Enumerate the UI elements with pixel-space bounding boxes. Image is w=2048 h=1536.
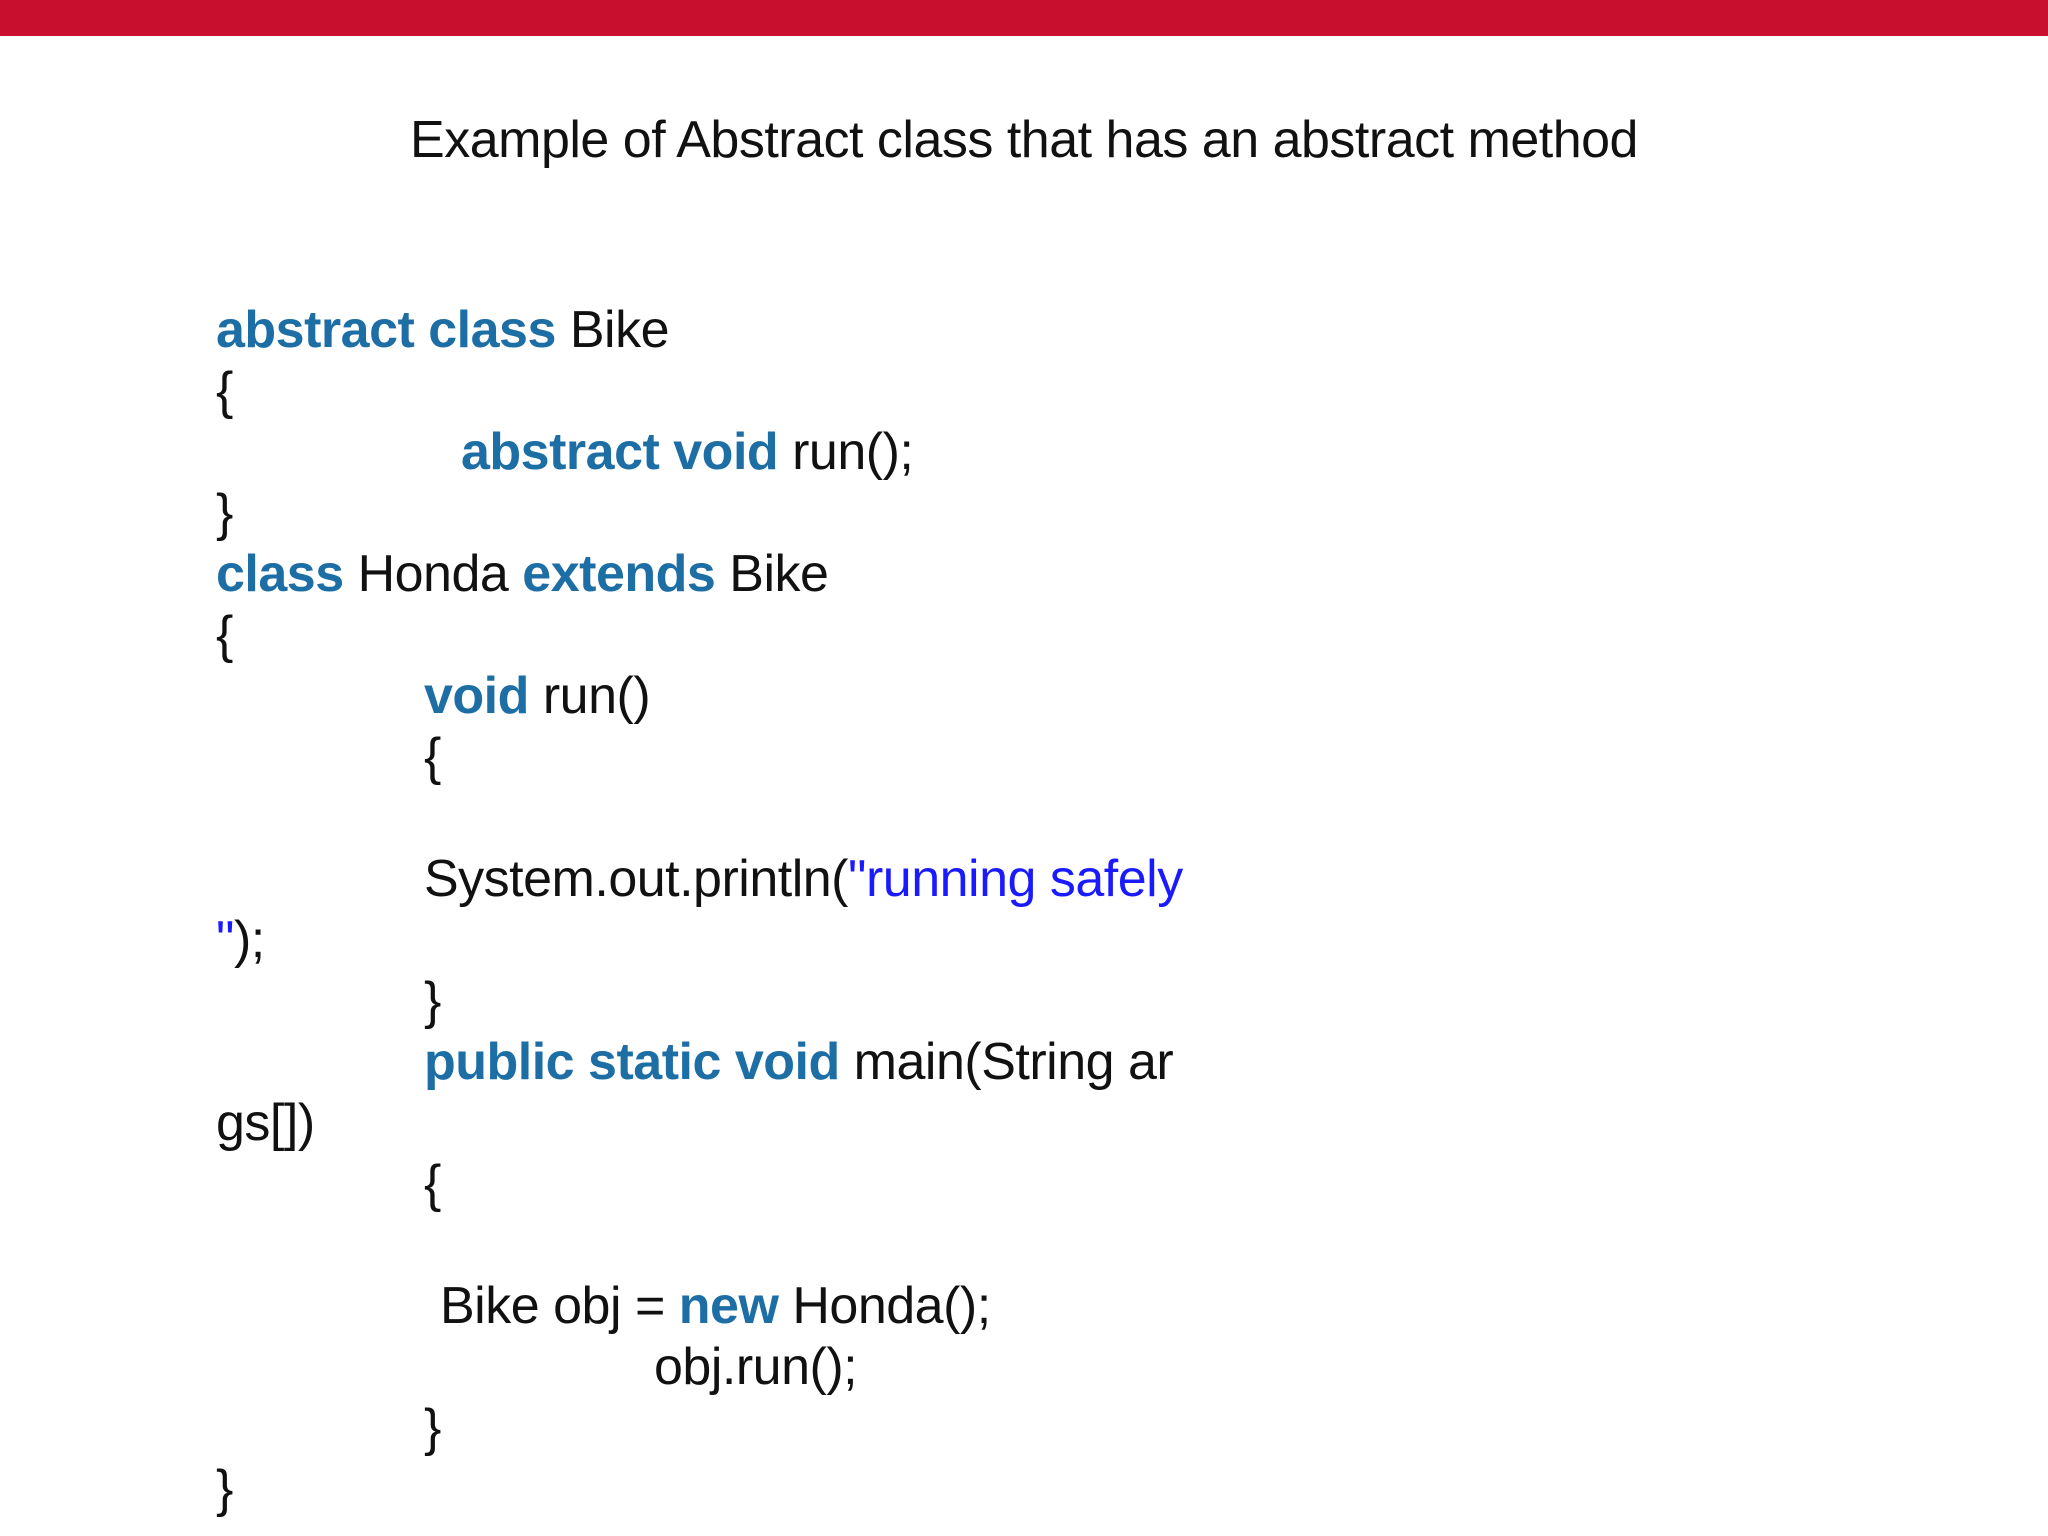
code-keyword: extends	[522, 545, 716, 603]
code-line: ");	[216, 910, 1183, 971]
code-text: }	[424, 972, 441, 1030]
code-text: Honda	[343, 545, 523, 603]
code-text: {	[424, 728, 441, 786]
slide-title: Example of Abstract class that has an ab…	[410, 111, 1638, 169]
code-blank-line	[216, 1215, 1183, 1276]
code-line: }	[216, 483, 1183, 544]
code-keyword: public static void	[424, 1033, 840, 1091]
code-line: }	[216, 1398, 1183, 1459]
code-text: run();	[778, 423, 914, 481]
code-line: public static void main(String ar	[216, 1032, 1183, 1093]
code-line: obj.run();	[216, 1337, 1183, 1398]
code-text: {	[216, 362, 233, 420]
code-line: class Honda extends Bike	[216, 544, 1183, 605]
code-keyword: abstract class	[216, 301, 556, 359]
code-line: abstract class Bike	[216, 300, 1183, 361]
code-keyword: new	[678, 1277, 779, 1335]
code-line: }	[216, 971, 1183, 1032]
code-text: main(String ar	[839, 1033, 1174, 1091]
code-line: gs[])	[216, 1093, 1183, 1154]
code-text: Bike	[555, 301, 670, 359]
code-line: Bike obj = new Honda();	[216, 1276, 1183, 1337]
code-text: }	[216, 484, 233, 542]
code-line: {	[216, 727, 1183, 788]
code-keyword: abstract void	[461, 423, 779, 481]
code-line: abstract void run();	[216, 422, 1183, 483]
code-string-literal: "	[216, 911, 234, 969]
code-text: System.out.println(	[424, 850, 849, 908]
top-red-bar	[0, 0, 2048, 36]
code-text: Bike obj =	[440, 1277, 679, 1335]
code-text: );	[233, 911, 265, 969]
code-text: }	[216, 1460, 233, 1518]
code-text: Bike	[715, 545, 829, 603]
code-keyword: void	[424, 667, 529, 725]
code-block: abstract class Bike{abstract void run();…	[216, 300, 1183, 1520]
code-line: System.out.println("running safely	[216, 849, 1183, 910]
code-string-literal: "running safely	[848, 850, 1183, 908]
code-line: {	[216, 605, 1183, 666]
code-text: {	[424, 1155, 441, 1213]
code-line: {	[216, 1154, 1183, 1215]
code-blank-line	[216, 788, 1183, 849]
code-text: obj.run();	[654, 1338, 858, 1396]
code-line: void run()	[216, 666, 1183, 727]
code-text: {	[216, 606, 233, 664]
code-text: run()	[528, 667, 651, 725]
code-text: Honda();	[778, 1277, 991, 1335]
code-keyword: class	[216, 545, 344, 603]
code-line: }	[216, 1459, 1183, 1520]
code-text: gs[])	[216, 1094, 315, 1152]
code-text: }	[424, 1399, 441, 1457]
code-line: {	[216, 361, 1183, 422]
